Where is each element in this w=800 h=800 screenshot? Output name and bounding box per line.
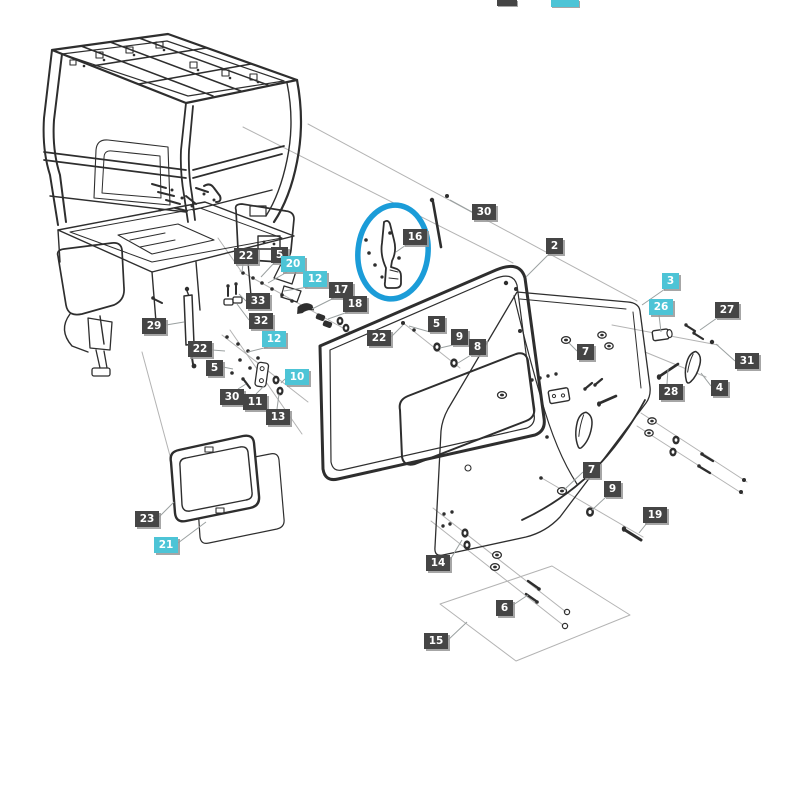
- fastener-chain-right-drawing: [644, 417, 746, 494]
- leader-line-13: [276, 393, 280, 410]
- highlight-circle: [355, 202, 431, 302]
- part-label-5[interactable]: 5: [206, 360, 223, 376]
- leader-line-5: [408, 325, 431, 333]
- leader-line-22: [211, 349, 226, 352]
- hinge-hardware-right-drawing: [651, 323, 715, 384]
- part-label-13[interactable]: 13: [266, 409, 290, 425]
- leader-line-30: [237, 383, 247, 390]
- leader-line-33: [238, 293, 247, 302]
- part-label-2[interactable]: 2: [546, 238, 563, 254]
- leader-line-19: [638, 522, 648, 534]
- leader-line-16: [395, 244, 407, 253]
- part-label-32[interactable]: 32: [249, 313, 273, 329]
- part-label-26[interactable]: 26: [649, 299, 673, 315]
- part-label-31[interactable]: 31: [735, 353, 759, 369]
- part-label-22[interactable]: 22: [367, 330, 391, 346]
- leader-line-12: [283, 286, 309, 292]
- part-label-22[interactable]: 22: [234, 248, 258, 264]
- part-label-33[interactable]: 33: [246, 293, 270, 309]
- upper-fastener-cluster-drawing: [241, 271, 350, 333]
- leader-line-21: [177, 521, 207, 544]
- leader-line-8: [457, 354, 472, 364]
- part-label-30[interactable]: 30: [472, 204, 496, 220]
- leader-line-10: [280, 378, 286, 384]
- part-label-18[interactable]: 18: [343, 296, 367, 312]
- part-label-5[interactable]: 5: [428, 316, 445, 332]
- door-frame-drawing: [434, 291, 651, 556]
- part-label-7[interactable]: 7: [577, 344, 594, 360]
- leader-line-3: [641, 288, 666, 306]
- partial-label-top-1[interactable]: [551, 0, 579, 7]
- leader-line-11: [255, 385, 265, 395]
- leader-line-30: [449, 199, 473, 213]
- part-label-6[interactable]: 6: [496, 600, 513, 616]
- leader-line-5: [260, 262, 275, 278]
- part-label-29[interactable]: 29: [142, 318, 166, 334]
- leader-line-4: [700, 372, 712, 387]
- leader-line-32: [236, 303, 250, 321]
- part-label-4[interactable]: 4: [711, 380, 728, 396]
- leader-line-29: [165, 321, 185, 326]
- leader-line-2: [525, 253, 550, 278]
- leader-line-27: [699, 317, 718, 331]
- part-label-10[interactable]: 10: [285, 369, 309, 385]
- leader-line-6: [512, 594, 529, 606]
- part-label-28[interactable]: 28: [659, 384, 683, 400]
- part-label-17[interactable]: 17: [329, 282, 353, 298]
- fastener-chain-bottom-right-drawing: [539, 476, 643, 542]
- screws-33-32-drawing: [223, 282, 243, 306]
- leader-line-7: [563, 471, 584, 491]
- leader-line-23: [158, 501, 175, 518]
- leader-line-20: [267, 271, 288, 284]
- partial-label-top-0[interactable]: [497, 0, 517, 6]
- leader-line-22: [241, 263, 244, 273]
- leader-line-5: [222, 366, 234, 370]
- fastener-chain-bottom-drawing: [441, 512, 571, 630]
- leader-line-12: [247, 346, 269, 353]
- part-label-3[interactable]: 3: [662, 273, 679, 289]
- glass-fastener-cluster-drawing: [401, 321, 458, 368]
- window-glass-drawing: [318, 264, 546, 481]
- part-label-8[interactable]: 8: [469, 339, 486, 355]
- part-label-14[interactable]: 14: [426, 555, 450, 571]
- leader-line-9: [439, 344, 454, 349]
- cab-frame-drawing: [42, 32, 303, 377]
- part-label-22[interactable]: 22: [188, 341, 212, 357]
- leader-line-22: [390, 324, 404, 338]
- leader-line-7: [568, 342, 578, 352]
- part-label-23[interactable]: 23: [135, 511, 159, 527]
- leader-line-18: [327, 311, 349, 320]
- part-label-21[interactable]: 21: [154, 537, 178, 553]
- part-label-15[interactable]: 15: [424, 633, 448, 649]
- part-label-9[interactable]: 9: [604, 481, 621, 497]
- leader-line-15: [447, 621, 468, 641]
- part-label-16[interactable]: 16: [403, 229, 427, 245]
- part-label-20[interactable]: 20: [281, 256, 305, 272]
- part-label-7[interactable]: 7: [583, 462, 600, 478]
- part-label-27[interactable]: 27: [715, 302, 739, 318]
- part-label-19[interactable]: 19: [643, 507, 667, 523]
- latch-handle-16-drawing: [364, 194, 449, 289]
- part-label-12[interactable]: 12: [262, 331, 286, 347]
- part-label-9[interactable]: 9: [451, 329, 468, 345]
- leader-line-28: [666, 368, 669, 385]
- part-label-12[interactable]: 12: [303, 271, 327, 287]
- handle-frame-drawing: [169, 434, 285, 544]
- part-label-11[interactable]: 11: [243, 394, 267, 410]
- mid-fastener-cluster-drawing: [225, 335, 284, 396]
- leader-line-26: [658, 314, 662, 333]
- leader-line-9: [591, 496, 607, 511]
- leader-line-14: [449, 539, 463, 561]
- part-label-30[interactable]: 30: [220, 389, 244, 405]
- leader-line-31: [715, 343, 736, 362]
- leader-line-17: [311, 297, 335, 310]
